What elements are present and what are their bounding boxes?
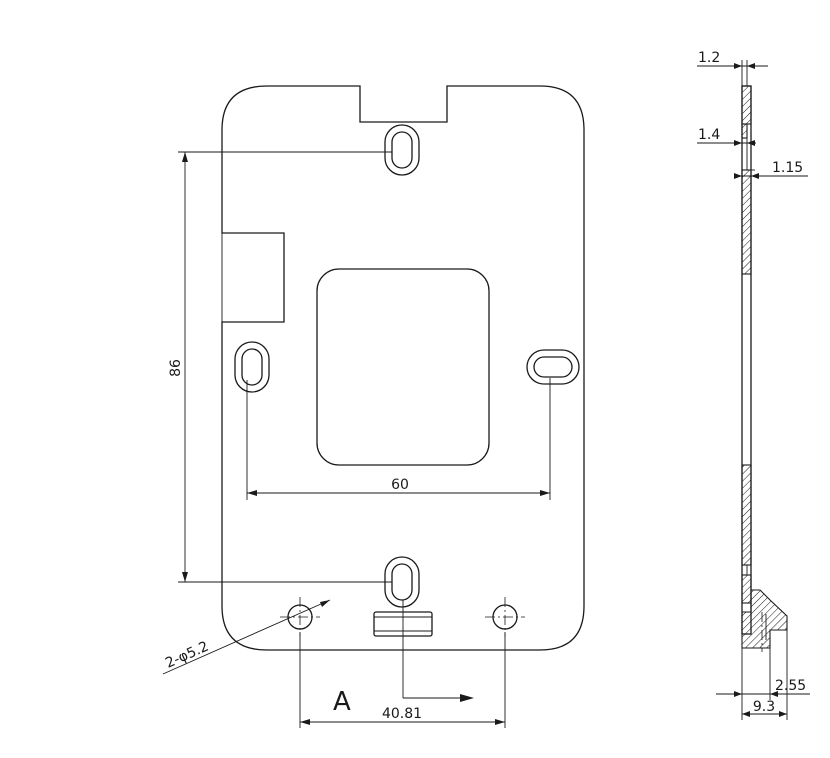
dim-1-2: 1.2 [697, 50, 768, 86]
dim-2-55-label: 2.55 [775, 678, 806, 694]
plate-outline [221, 85, 585, 651]
section-arrow: A [333, 600, 474, 717]
dim-60: 60 [246, 378, 551, 500]
dim-1-2-label: 1.2 [698, 50, 720, 66]
front-view [221, 85, 585, 651]
dim-1-4-label: 1.4 [698, 127, 720, 143]
hole-callout: 2-φ5.2 [162, 599, 331, 675]
dim-40-81-label: 40.81 [382, 706, 422, 722]
left-slot [234, 341, 270, 393]
dim-1-4: 1.4 [697, 127, 756, 146]
top-slot [384, 124, 420, 176]
dim-60-label: 60 [391, 477, 409, 493]
dim-1-15: 1.15 [734, 160, 808, 179]
dim-1-15-label: 1.15 [772, 160, 803, 176]
dim-86-label: 86 [168, 359, 184, 377]
section-marker-label: A [333, 687, 351, 717]
center-window [316, 268, 490, 466]
side-view [741, 85, 788, 652]
left-round-hole [280, 597, 320, 637]
dim-2-55: 2.55 [716, 648, 810, 700]
dim-86: 86 [168, 151, 392, 583]
dim-9-3-label: 9.3 [753, 699, 775, 715]
right-round-hole [485, 597, 525, 637]
dim-40-81: 40.81 [299, 632, 506, 728]
right-slot [526, 349, 580, 385]
dim-9-3: 9.3 [741, 630, 788, 720]
hole-callout-label: 2-φ5.2 [163, 639, 211, 672]
